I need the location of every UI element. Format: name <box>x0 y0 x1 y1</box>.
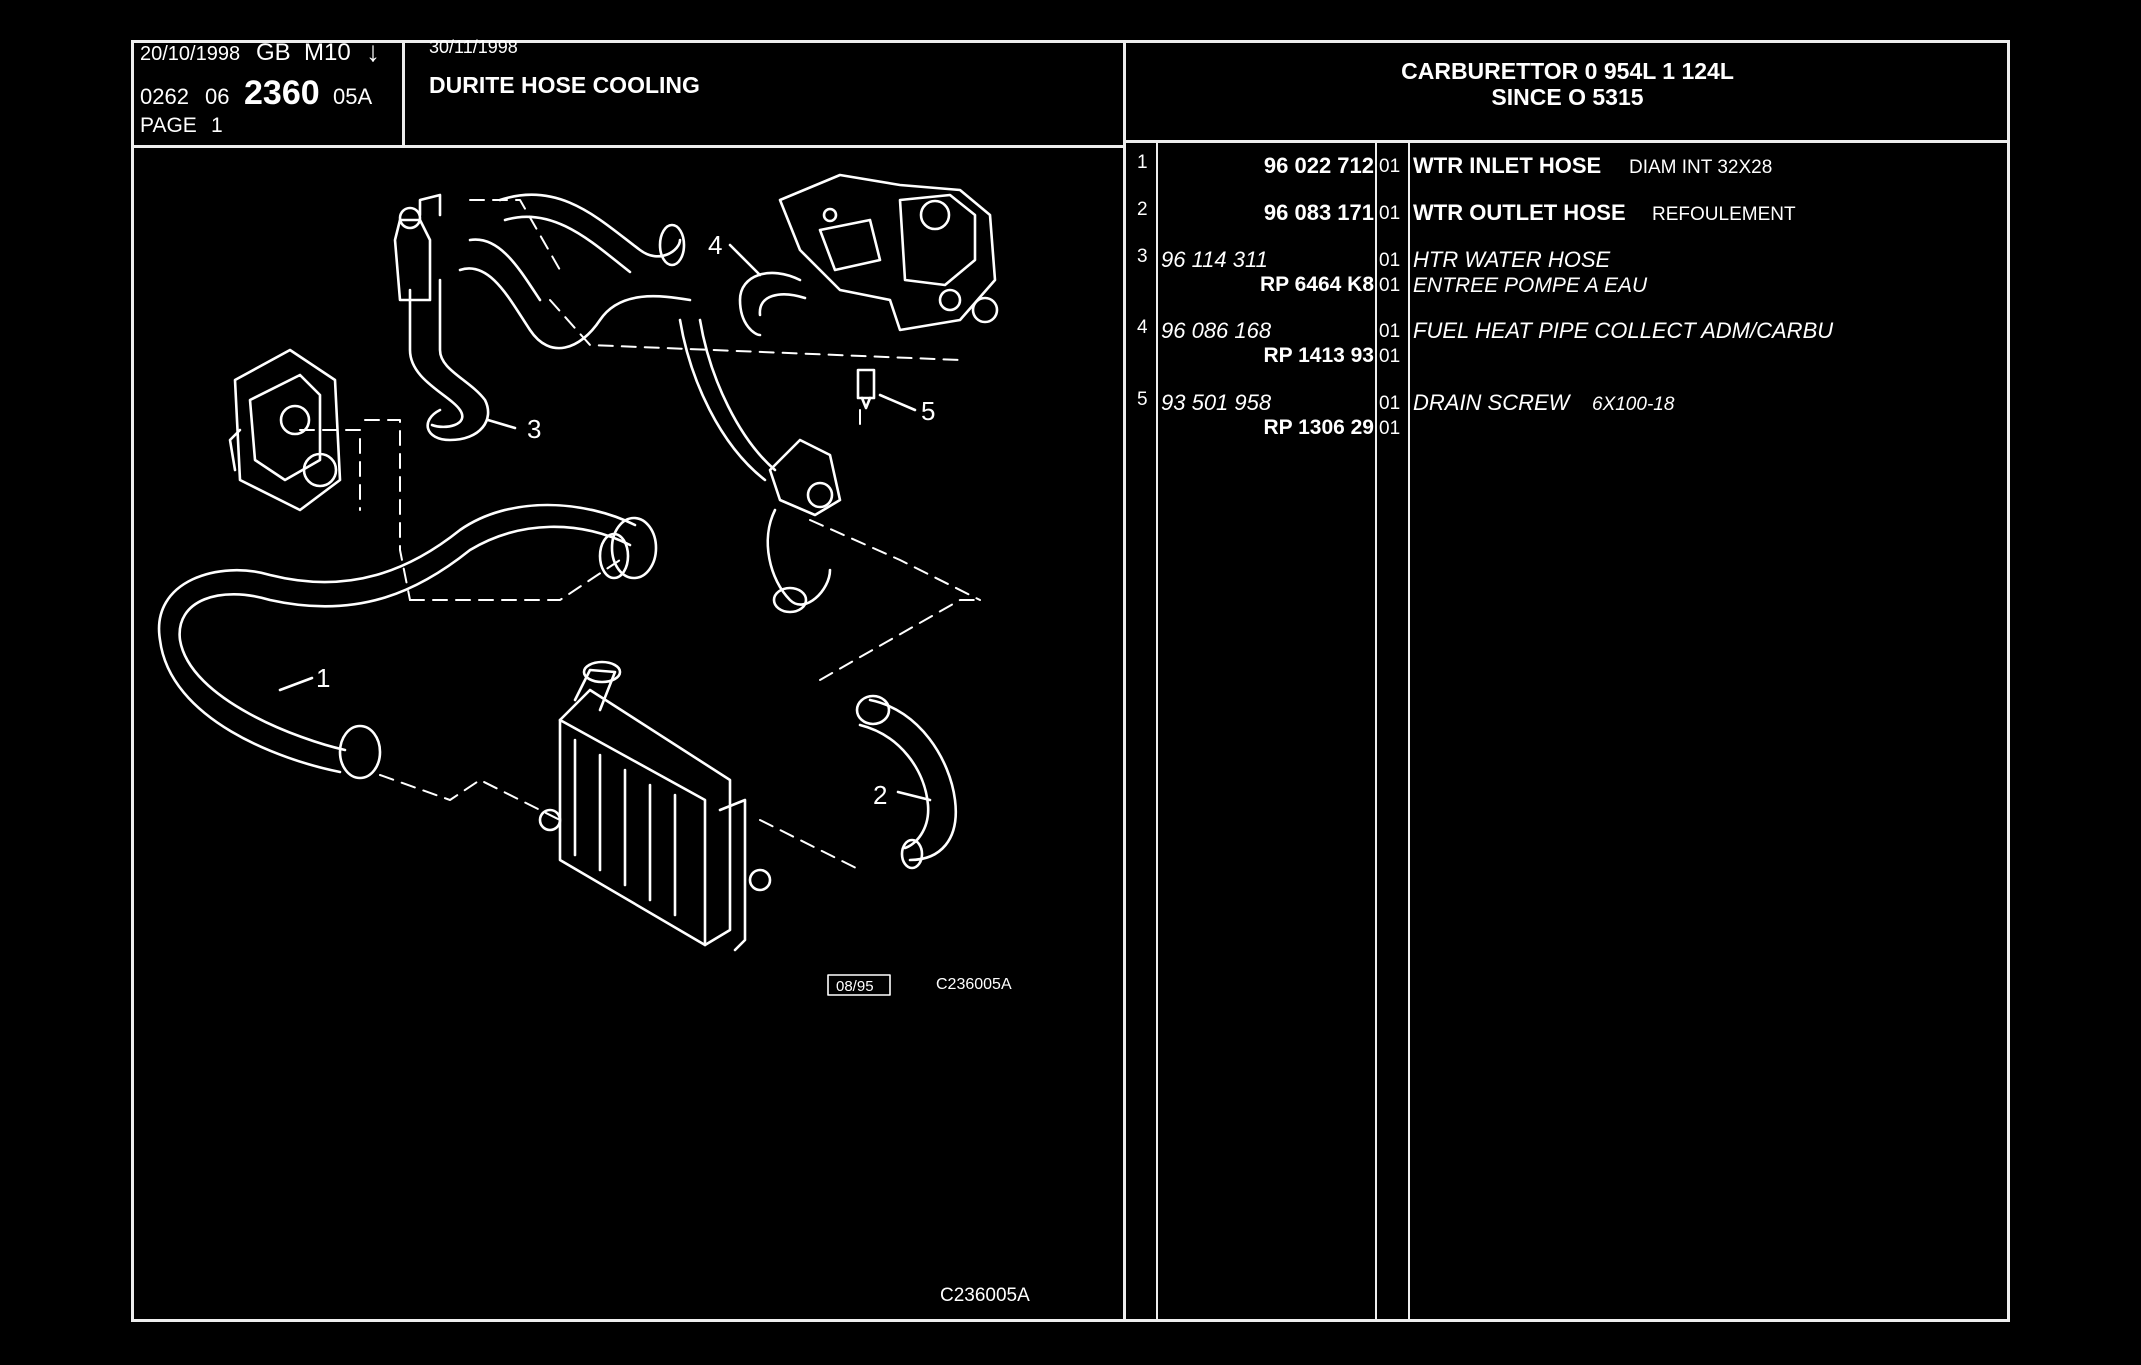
table-row[interactable]: 4 96 086 168 01 FUEL HEAT PIPE COLLECT A… <box>1125 312 2010 378</box>
alt-part-qty: 01 <box>1379 418 1401 439</box>
drain-screw <box>856 368 876 410</box>
application-line-1: CARBURETTOR 0 954L 1 124L <box>1401 58 1734 84</box>
col-divider-no <box>1156 141 1158 1322</box>
callout-3: 3 <box>527 414 541 444</box>
part-number: 96 022 712 <box>1263 153 1374 178</box>
part-name: DRAIN SCREW <box>1413 390 1570 415</box>
header-divider-right <box>1125 140 2010 143</box>
part-qty: 01 <box>1379 203 1401 224</box>
part-name: WTR OUTLET HOSE <box>1413 200 1626 225</box>
carburettor <box>778 173 999 332</box>
inlet-hose <box>178 525 632 752</box>
part-number: 96 114 311 <box>1161 247 1268 272</box>
stamp-code: C236005A <box>936 976 1012 993</box>
ref-main: 2360 <box>244 74 320 112</box>
stamp-box <box>827 974 891 996</box>
inlet-hose-clamp <box>338 724 382 780</box>
radiator <box>538 660 772 952</box>
part-number: 93 501 958 <box>1161 390 1272 415</box>
ref-prefix: 0262 <box>140 84 189 109</box>
stamp-date: 08/95 <box>836 978 874 995</box>
outlet-hose <box>868 698 958 862</box>
part-name: HTR WATER HOSE <box>1413 247 1611 272</box>
ref-group: 06 <box>205 84 230 109</box>
part-name-extra: DIAM INT 32X28 <box>1629 157 1773 178</box>
sheet-frame <box>131 40 2010 1322</box>
row-number: 2 <box>1137 199 1148 220</box>
ref-suffix: 05A <box>333 84 373 109</box>
part-name-extra: 6X100-18 <box>1592 394 1675 415</box>
part-name: FUEL HEAT PIPE COLLECT ADM/CARBU <box>1413 318 1834 343</box>
row-number: 5 <box>1137 389 1148 410</box>
callout-5: 5 <box>921 396 935 426</box>
row-number: 4 <box>1137 317 1148 338</box>
callout-4: 4 <box>708 230 722 260</box>
parts-table: 1 96 022 712 01 WTR INLET HOSE DIAM INT … <box>1125 141 2010 1322</box>
drawing-code: C236005A <box>940 1285 1030 1306</box>
header-divider-meta <box>402 40 405 147</box>
language-code: GB <box>256 39 291 66</box>
table-row[interactable]: 2 96 083 171 01 WTR OUTLET HOSE REFOULEM… <box>1125 194 2010 234</box>
alt-part-qty: 01 <box>1379 346 1401 367</box>
alt-part-number: RP 6464 K8 <box>1259 273 1374 296</box>
page-label: PAGE <box>140 114 197 137</box>
page-title: DURITE HOSE COOLING <box>429 72 700 98</box>
col-divider-qty-right <box>1408 141 1410 1322</box>
catalog-date: 20/10/1998 <box>140 43 241 65</box>
table-row[interactable]: 3 96 114 311 01 HTR WATER HOSE RP 6464 K… <box>1125 241 2010 307</box>
part-number: 96 086 168 <box>1161 318 1272 343</box>
main-divider <box>1123 40 1126 1322</box>
callout-1: 1 <box>316 663 330 693</box>
alt-part-qty: 01 <box>1379 275 1401 296</box>
fuel-heat-pipe <box>738 271 802 337</box>
col-divider-qty-left <box>1375 141 1377 1322</box>
part-qty: 01 <box>1379 321 1401 342</box>
heater-water-hose <box>426 278 490 442</box>
row-number: 1 <box>1137 152 1148 173</box>
alt-part-description: ENTREE POMPE A EAU <box>1413 274 1648 297</box>
callout-2: 2 <box>873 780 887 810</box>
row-number: 3 <box>1137 246 1148 267</box>
header-divider-left <box>131 145 1125 148</box>
revision-date: 30/11/1998 <box>429 37 518 57</box>
part-qty: 01 <box>1379 250 1401 271</box>
page-number: 1 <box>211 114 223 137</box>
model-code: M10 <box>304 39 351 66</box>
part-qty: 01 <box>1379 156 1401 177</box>
table-row[interactable]: 1 96 022 712 01 WTR INLET HOSE DIAM INT … <box>1125 147 2010 187</box>
down-arrow-icon: ↓ <box>366 36 380 67</box>
table-row[interactable]: 5 93 501 958 01 DRAIN SCREW 6X100-18 RP … <box>1125 384 2010 450</box>
alt-part-number: RP 1306 29 <box>1263 416 1374 439</box>
exploded-diagram: 1 2 3 4 5 <box>157 173 999 996</box>
part-name-extra: REFOULEMENT <box>1652 204 1796 225</box>
water-pump-housing <box>228 348 342 512</box>
part-name: WTR INLET HOSE <box>1413 153 1602 178</box>
part-qty: 01 <box>1379 393 1401 414</box>
alt-part-number: RP 1413 93 <box>1263 344 1374 367</box>
part-number: 96 083 171 <box>1263 200 1374 225</box>
application-line-2: SINCE O 5315 <box>1491 84 1644 110</box>
